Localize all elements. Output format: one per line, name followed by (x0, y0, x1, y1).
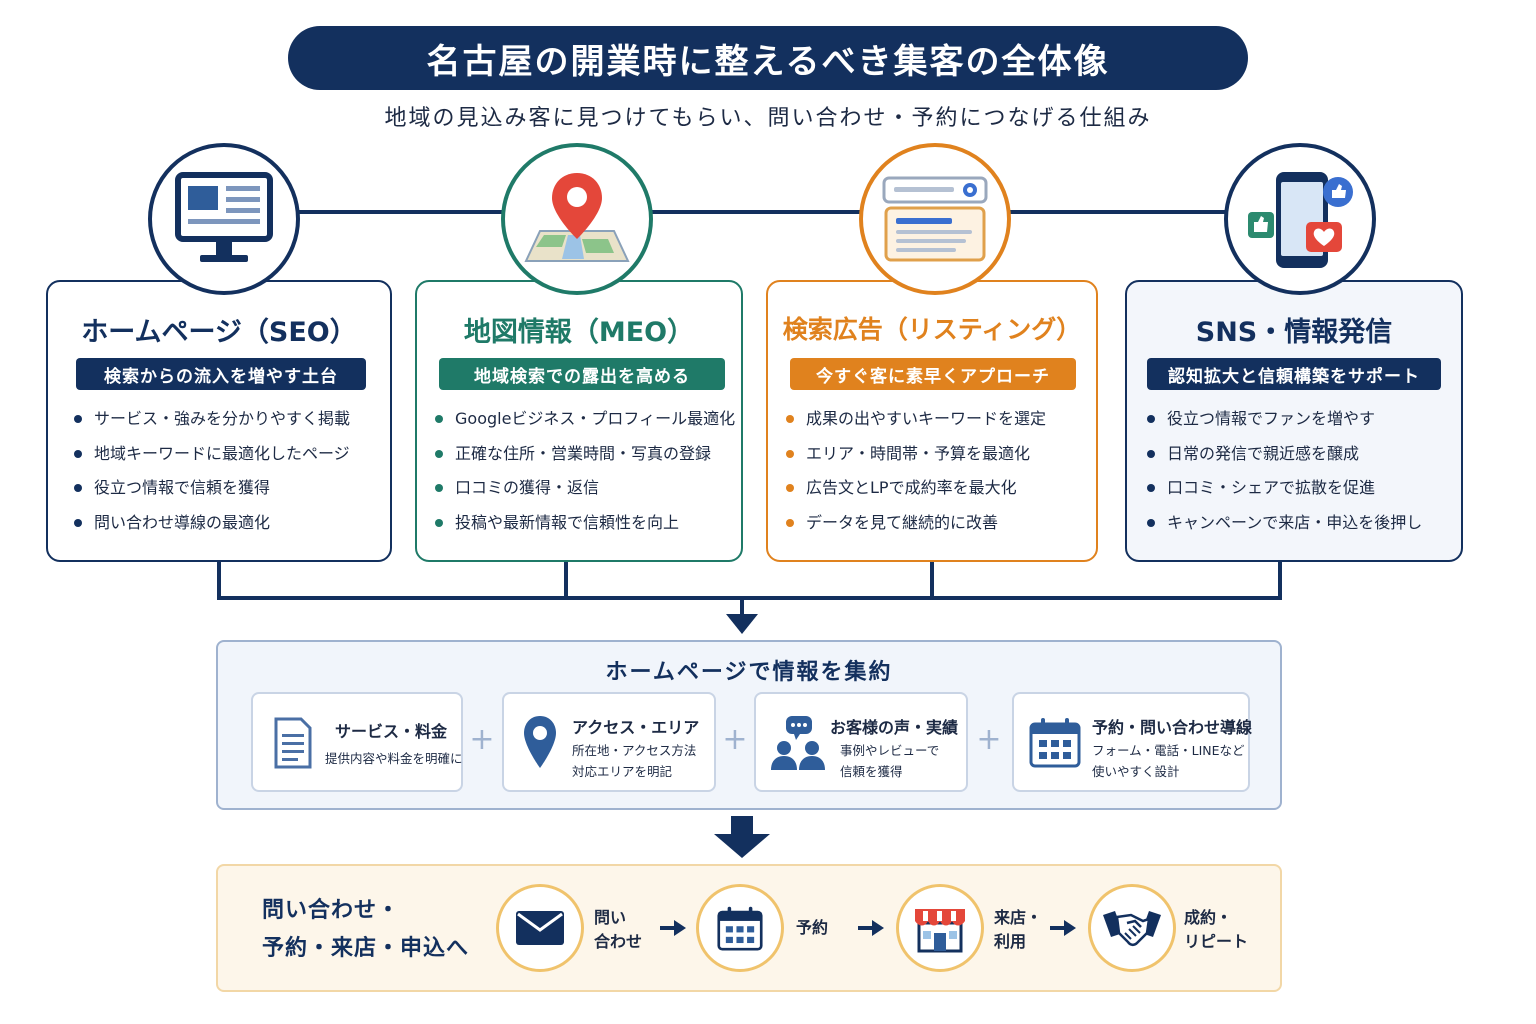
plus-sign: + (722, 722, 748, 757)
reviews-icon (771, 716, 825, 770)
list-item: 役立つ情報で信頼を獲得 (74, 477, 350, 512)
location-icon (524, 716, 556, 768)
connector-seo (217, 562, 221, 600)
flow-heading: 問い合わせ・ 予約・来店・申込へ (262, 898, 470, 961)
plus-sign: + (976, 722, 1002, 757)
list-item: 広告文とLPで成約率を最大化 (786, 477, 1046, 512)
list-item: キャンペーンで来店・申込を後押し (1147, 512, 1422, 547)
list-item: エリア・時間帯・予算を最適化 (786, 443, 1046, 478)
aggregate-item-desc: 事例やレビューで (840, 743, 940, 758)
flow-step-label: 成約・ リピート (1184, 908, 1249, 951)
card-list: 成果の出やすいキーワードを選定 エリア・時間帯・予算を最適化 広告文とLPで成約… (786, 408, 1046, 546)
list-item: 投稿や最新情報で信頼性を向上 (435, 512, 735, 547)
list-item: 地域キーワードに最適化したページ (74, 443, 350, 478)
card-tag: 今すぐ客に素早くアプローチ (790, 358, 1076, 390)
connector-listing (930, 562, 934, 600)
flow-step-contract (1088, 884, 1176, 972)
card-title: 検索広告（リスティング） (782, 315, 1082, 344)
flow-step-label: 予約 (796, 918, 829, 937)
calendar-icon (717, 906, 763, 951)
list-item: 問い合わせ導線の最適化 (74, 512, 350, 547)
aggregate-item-title: 予約・問い合わせ導線 (1092, 718, 1253, 737)
card-title: 地図情報（MEO） (463, 317, 695, 348)
aggregate-item-title: お客様の声・実績 (830, 718, 959, 737)
down-arrow-icon (726, 614, 758, 634)
list-item: サービス・強みを分かりやすく掲載 (74, 408, 350, 443)
flow-arrow-icon (858, 920, 884, 936)
flow-step-label: 問い 合わせ (594, 908, 643, 951)
aggregate-item-title: サービス・料金 (335, 722, 448, 741)
channel-card-meo: 地図情報（MEO） 地域検索での露出を高める Googleビジネス・プロフィール… (415, 280, 743, 562)
flow-arrow-icon (660, 920, 686, 936)
store-icon (915, 909, 965, 953)
channel-circle-meo (501, 143, 653, 295)
card-title: ホームページ（SEO） (81, 317, 357, 348)
connector-meo (564, 562, 568, 600)
page-subtitle: 地域の見込み客に見つけてもらい、問い合わせ・予約につなげる仕組み (384, 106, 1152, 131)
card-title: SNS・情報発信 (1195, 317, 1393, 348)
aggregate-item-desc: 信頼を獲得 (840, 764, 903, 779)
list-item: 口コミの獲得・返信 (435, 477, 735, 512)
flow-step-label: 来店・ 利用 (994, 908, 1043, 951)
handshake-icon (1103, 911, 1161, 947)
calendar-icon (1029, 718, 1081, 768)
channel-circle-seo (148, 143, 300, 295)
channel-card-sns: SNS・情報発信 認知拡大と信頼構築をサポート 役立つ情報でファンを増やす 日常… (1125, 280, 1463, 562)
flow-step-reservation (696, 884, 784, 972)
channel-card-seo: ホームページ（SEO） 検索からの流入を増やす土台 サービス・強みを分かりやすく… (46, 280, 392, 562)
smartphone-sns-icon (1248, 172, 1353, 268)
list-item: データを見て継続的に改善 (786, 512, 1046, 547)
map-pin-icon (524, 173, 630, 262)
document-icon (274, 717, 312, 769)
list-item: 役立つ情報でファンを増やす (1147, 408, 1422, 443)
card-list: サービス・強みを分かりやすく掲載 地域キーワードに最適化したページ 役立つ情報で… (74, 408, 350, 546)
card-list: 役立つ情報でファンを増やす 日常の発信で親近感を醸成 口コミ・シェアで拡散を促進… (1147, 408, 1422, 546)
card-tag: 地域検索での露出を高める (439, 358, 725, 390)
list-item: 正確な住所・営業時間・写真の登録 (435, 443, 735, 478)
aggregate-item-title: アクセス・エリア (572, 718, 700, 737)
aggregate-item-access: アクセス・エリア 所在地・アクセス方法 対応エリアを明記 (502, 692, 716, 792)
list-item: Googleビジネス・プロフィール最適化 (435, 408, 735, 443)
card-list: Googleビジネス・プロフィール最適化 正確な住所・営業時間・写真の登録 口コ… (435, 408, 735, 546)
card-tag: 検索からの流入を増やす土台 (76, 358, 366, 390)
aggregate-item-desc: 提供内容や料金を明確に (325, 751, 463, 766)
aggregate-item-desc: 使いやすく設計 (1092, 764, 1180, 779)
aggregate-item-desc: 所在地・アクセス方法 (572, 743, 697, 758)
channel-circle-sns (1224, 143, 1376, 295)
channel-card-listing: 検索広告（リスティング） 今すぐ客に素早くアプローチ 成果の出やすいキーワードを… (766, 280, 1098, 562)
aggregate-title: ホームページで情報を集約 (605, 660, 893, 685)
card-tag: 認知拡大と信頼構築をサポート (1147, 358, 1441, 390)
aggregate-item-desc: 対応エリアを明記 (572, 764, 673, 779)
monitor-icon (175, 172, 273, 262)
plus-sign: + (469, 722, 495, 757)
aggregate-item-desc: フォーム・電話・LINEなど (1092, 743, 1245, 758)
merge-line (217, 596, 1282, 600)
list-item: 日常の発信で親近感を醸成 (1147, 443, 1422, 478)
flow-arrow-icon (1050, 920, 1076, 936)
flow-step-visit (896, 884, 984, 972)
connector-sns (1278, 562, 1282, 600)
list-item: 成果の出やすいキーワードを選定 (786, 408, 1046, 443)
aggregate-item-service: サービス・料金 提供内容や料金を明確に (251, 692, 463, 792)
search-ad-icon (882, 176, 988, 262)
aggregate-item-reviews: お客様の声・実績 事例やレビューで 信頼を獲得 (754, 692, 968, 792)
top-connector-line (224, 210, 1300, 214)
merge-down-line (740, 598, 744, 620)
channel-circle-listing (859, 143, 1011, 295)
big-down-arrow-icon (714, 816, 770, 858)
flow-step-inquiry (496, 884, 584, 972)
list-item: 口コミ・シェアで拡散を促進 (1147, 477, 1422, 512)
page-title: 名古屋の開業時に整えるべき集客の全体像 (288, 26, 1248, 90)
aggregate-item-reservation: 予約・問い合わせ導線 フォーム・電話・LINEなど 使いやすく設計 (1012, 692, 1253, 792)
mail-icon (516, 911, 564, 945)
